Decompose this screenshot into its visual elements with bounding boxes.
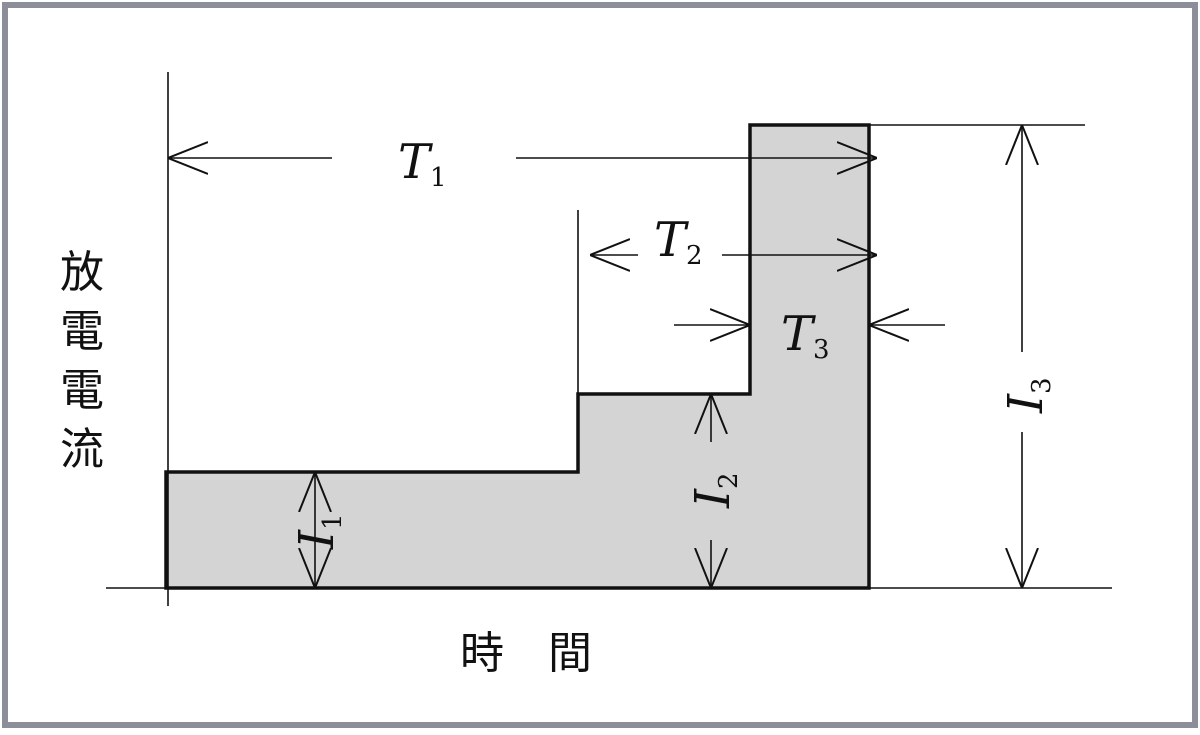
y-axis-char: 流 <box>60 424 104 475</box>
t2-label: T2 <box>654 212 703 271</box>
t1-label: T1 <box>398 134 447 193</box>
y-axis-char: 放 <box>60 247 104 298</box>
i1-dimension: I1 <box>289 472 348 588</box>
i2-dimension: I2 <box>685 394 744 588</box>
current-profile-shape <box>164 123 871 590</box>
y-axis-char: 電 <box>60 365 104 416</box>
i3-label: I3 <box>998 377 1057 414</box>
t3-dimension: T3 <box>674 306 945 365</box>
y-axis-title: 放 電 電 流 <box>60 247 104 475</box>
t3-label: T3 <box>781 306 830 365</box>
t1-dimension: T1 <box>168 134 877 193</box>
i1-label: I1 <box>289 513 348 550</box>
y-axis-char: 電 <box>60 306 104 357</box>
t2-dimension: T2 <box>590 212 877 271</box>
i3-dimension: I3 <box>998 125 1057 588</box>
i2-label: I2 <box>685 472 744 509</box>
x-axis-title: 時 間 <box>460 628 592 679</box>
